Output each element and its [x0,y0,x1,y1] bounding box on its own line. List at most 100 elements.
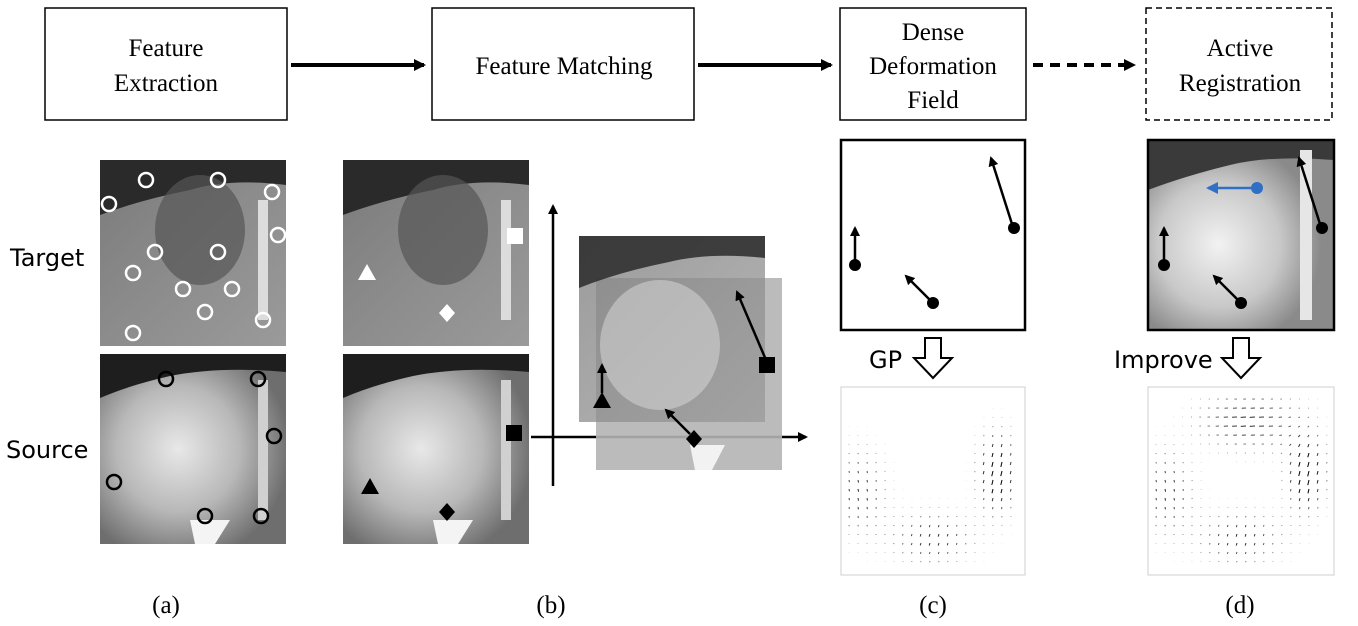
field-vector [1289,488,1292,492]
field-vector [991,461,994,467]
point-marker [1316,222,1328,234]
match-arrow [664,408,691,435]
field-vector [1164,497,1167,501]
improve-label: Improve [1114,346,1213,374]
improve-down-arrow [1219,337,1263,380]
displacement-arrow [1296,156,1322,225]
feature-marker [209,243,227,261]
field-vector [1226,533,1229,537]
active-registration-box: Active Registration [1145,7,1333,121]
square-marker-black [759,357,775,373]
field-vector [1316,443,1319,447]
field-vector [982,470,985,475]
field-vector [1226,542,1229,546]
target-row-label: Target [9,244,84,272]
field-vector [991,488,994,494]
panel-a-caption: (a) [152,592,180,619]
field-vector [1009,461,1012,466]
dense-field-line2: Deformation [869,53,997,80]
field-vector [937,551,940,555]
field-vector [1298,470,1301,477]
feature-marker [223,280,241,298]
field-vector [1298,479,1301,485]
dense-field-line3: Field [907,87,959,114]
field-vector [1307,416,1310,419]
source-row-label: Source [6,436,88,464]
panel-c-caption: (c) [919,592,947,619]
field-vector [1000,452,1003,458]
feature-extraction-box: Feature Extraction [44,7,288,121]
field-vector [1288,425,1292,428]
field-vector [1000,479,1003,486]
field-vector [910,542,913,546]
field-vector [1298,497,1301,502]
point-marker [1158,259,1170,271]
field-vector [928,533,931,537]
field-vector [1307,497,1310,502]
feature-marker [265,427,283,445]
panel-a-source-image [100,354,286,544]
feature-marker [263,183,281,201]
field-vector [1164,488,1167,492]
field-vector [955,533,958,537]
field-vector [937,533,940,537]
diamond-marker-black [686,430,702,448]
field-vector [1307,425,1310,428]
square-marker-white [507,228,523,244]
field-vector [1281,461,1283,464]
feature-marker [254,311,272,329]
feature-marker [146,243,164,261]
gp-down-arrow [911,337,955,380]
field-vector [1307,443,1310,448]
field-vector [937,542,940,546]
panel-b-target-image [343,160,529,346]
feature-extraction-line2: Extraction [114,70,219,97]
feature-marker [249,370,267,388]
field-vector [1280,443,1283,446]
field-vector [1244,551,1247,555]
field-vector [1164,479,1167,483]
dense-deformation-field-box: Dense Deformation Field [839,7,1027,121]
field-vector [1226,551,1229,554]
field-vector [1253,551,1256,554]
field-vector [1316,425,1319,428]
field-vector [1263,524,1265,527]
field-vector [1226,524,1229,528]
field-vector [1262,542,1265,546]
field-vector [982,479,985,484]
field-vector [1298,506,1301,510]
triangle-marker-white [358,264,376,280]
triangle-marker-black [361,478,379,494]
field-vector [946,542,949,546]
field-vector [1316,479,1319,484]
field-vector [982,452,985,456]
field-vector [1279,434,1283,437]
field-vector [857,479,860,483]
feature-marker [100,195,118,213]
feature-marker [196,303,214,321]
field-vector [928,542,931,546]
field-vector [919,551,922,555]
field-vector [1244,533,1247,537]
field-vector [1289,452,1292,456]
dense-field-c [840,386,1026,576]
point-marker [1008,222,1020,234]
field-vector [991,479,994,486]
field-vector [910,533,913,537]
field-vector [946,533,949,537]
field-vector [866,488,868,492]
field-vector [911,551,913,554]
field-vector [1316,434,1319,437]
field-vector [1253,524,1256,528]
field-vector [1297,434,1301,438]
field-vector [1244,542,1247,546]
field-vector [1289,443,1292,447]
field-vector [1217,542,1220,546]
field-vector [857,497,860,501]
field-vector [1289,470,1292,474]
field-vector [1316,497,1319,501]
field-vector [919,533,922,537]
displacement-arrow [988,156,1014,225]
field-vector [991,452,994,458]
